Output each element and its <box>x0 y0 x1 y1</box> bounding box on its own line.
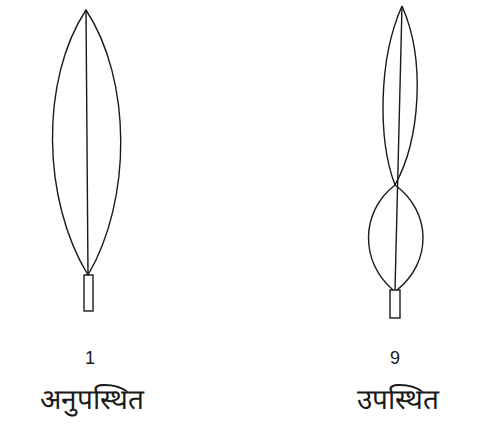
state-label: उपस्थित <box>357 383 439 417</box>
leaf-midrib <box>395 6 402 290</box>
leaf-petiole <box>390 290 400 318</box>
leaf-petiole <box>84 275 93 311</box>
leaf-outline <box>52 10 120 275</box>
callout-number: 9 <box>390 348 400 370</box>
leaf-outline <box>368 6 402 290</box>
state-label: अनुपस्थित <box>40 383 144 417</box>
callout-number: 1 <box>85 348 95 370</box>
leaf-outline <box>395 6 423 290</box>
leaf-midrib <box>86 10 88 275</box>
